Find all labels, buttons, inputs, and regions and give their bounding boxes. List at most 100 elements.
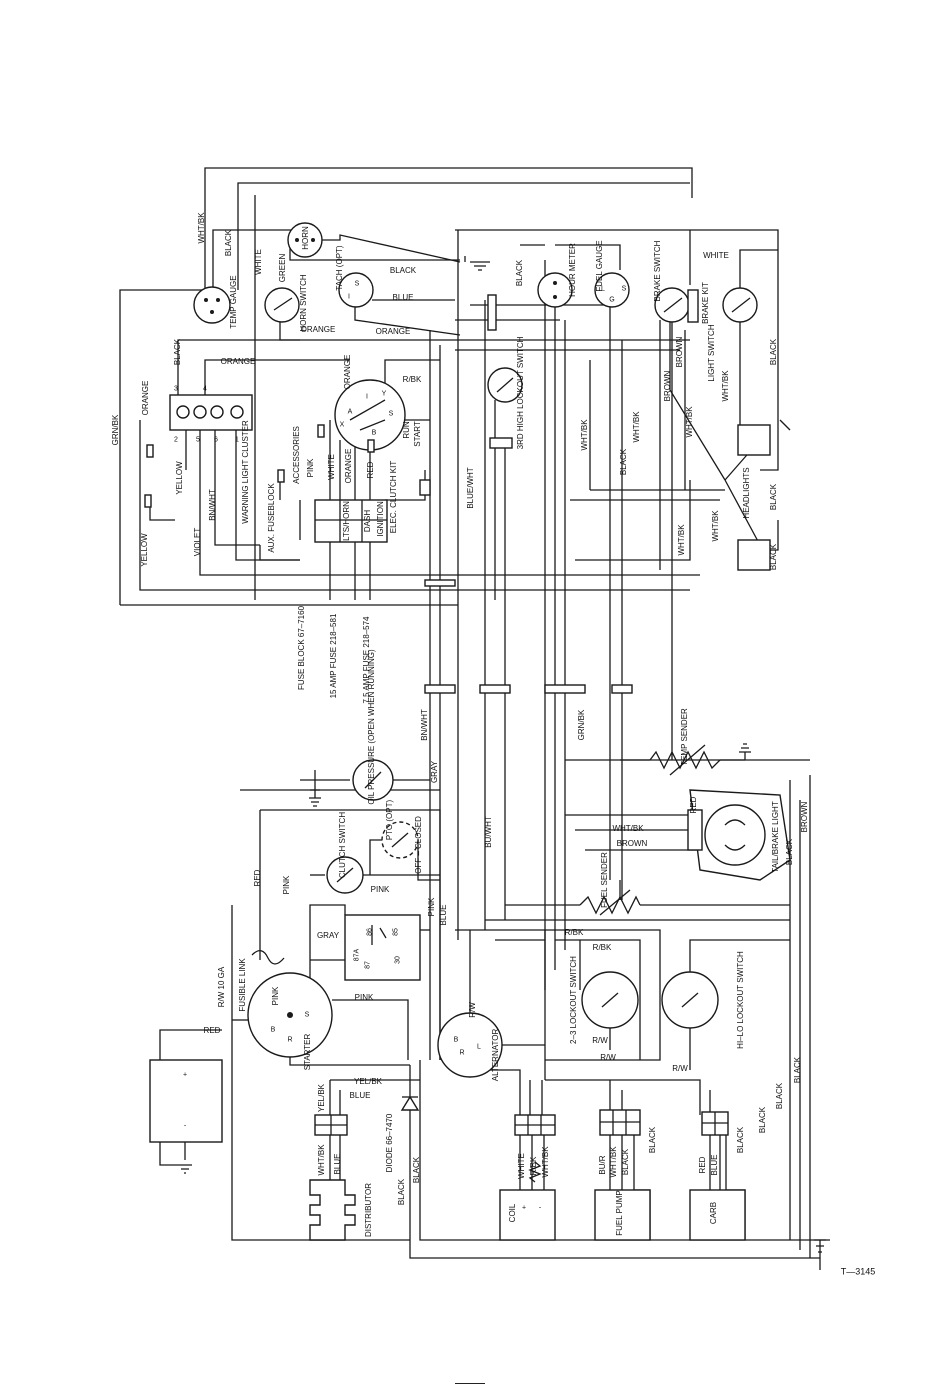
terminal-coil-plus: + — [521, 1204, 527, 1212]
terminal-ign-b: B — [371, 429, 377, 437]
terminal-starter-b: B — [270, 1026, 276, 1034]
label-black-12: BLACK — [621, 1148, 630, 1176]
label-red-2: RED — [689, 796, 698, 814]
label-lts-horn: LTS/HORN — [342, 501, 351, 541]
label-carb: CARB — [709, 1201, 718, 1225]
temp-sender-symbol — [649, 750, 721, 770]
fuel-pump-symbol — [594, 1189, 651, 1241]
label-pink-2: PINK — [370, 885, 390, 894]
label-brown-1: BROWN — [675, 336, 684, 368]
label-temp-gauge: TEMP GAUGE — [229, 275, 238, 329]
label-black-17: BLACK — [793, 1056, 802, 1084]
label-temp-sender: TEMP SENDER — [680, 708, 689, 766]
label-start: START — [413, 421, 422, 447]
terminal-fuel-gauge-l: L — [601, 285, 605, 293]
label-wht-bk-1: WHT/BK — [197, 212, 206, 244]
label-run: RUN — [402, 421, 411, 439]
label-white-3: WHITE — [327, 454, 336, 480]
label-elec-clutch-kit: ELEC. CLUTCH KIT — [389, 460, 398, 534]
fusible-link-symbol — [251, 950, 285, 965]
alternator-symbol — [437, 1012, 503, 1078]
label-black-15: BLACK — [758, 1106, 767, 1134]
label-yel-bk-1: YEL/BK — [317, 1083, 326, 1113]
label-red-5: RED — [698, 1156, 707, 1174]
upper-components — [144, 222, 771, 694]
label-brown-4: BROWN — [800, 801, 809, 833]
label-orange-4: ORANGE — [220, 357, 256, 366]
label-pink-3: PINK — [282, 875, 291, 895]
label-bn-wht-1: BN/WHT — [208, 489, 217, 521]
terminal-relay-87a: 87A — [353, 948, 361, 962]
label-white-2: WHITE — [703, 251, 729, 260]
label-yellow-2: YELLOW — [140, 533, 149, 567]
terminal-ign-s: S — [388, 410, 394, 418]
terminal-ign-a: A — [347, 408, 353, 416]
label-r-w-2: R/W — [592, 1036, 608, 1045]
lower-components — [149, 743, 830, 1270]
label-r-w-3: R/W — [600, 1053, 616, 1062]
carb-symbol — [689, 1189, 746, 1241]
label-bn-wht-2: BN/WHT — [420, 709, 429, 741]
label-coil: COIL — [508, 1203, 517, 1223]
footer-rule — [455, 1383, 485, 1384]
label-blue-5: BLUE — [710, 1154, 719, 1176]
label-wht-bk-2: WHT/BK — [721, 370, 730, 402]
terminal-cluster-5: 5 — [196, 436, 200, 444]
label-clutch-switch: CLUTCH SWITCH — [338, 811, 347, 879]
label-wht-bk-8: WHT/BK — [612, 824, 644, 833]
label-black-7: BLACK — [769, 483, 778, 511]
label-black-11: BLACK — [412, 1156, 421, 1184]
label-r-w-4: R/W — [672, 1064, 688, 1073]
label-black-3: BLACK — [515, 259, 524, 287]
headlight-lower-symbol — [737, 539, 771, 571]
hour-meter-symbol — [537, 272, 573, 308]
label-tach: TACH (OPT) — [335, 245, 344, 291]
terminal-cluster-4: 4 — [203, 385, 207, 393]
label-ignition: IGNITION — [376, 501, 385, 537]
terminal-cluster-3: 3 — [174, 385, 178, 393]
terminal-starter-r: R — [287, 1036, 293, 1044]
coil-symbol — [499, 1189, 556, 1241]
label-15-amp-fuse: 15 AMP FUSE 218–581 — [329, 613, 338, 699]
label-black-13: BLACK — [648, 1126, 657, 1154]
label-white-4: WHITE — [517, 1153, 526, 1179]
label-yellow-1: YELLOW — [175, 461, 184, 495]
terminal-alt-b: B — [453, 1036, 459, 1044]
label-gray-2: GRAY — [316, 931, 340, 940]
label-warning-light-cluster: WARNING LIGHT CLUSTER — [241, 420, 250, 524]
label-r-bk-3: R/BK — [592, 943, 612, 952]
label-black-5: BLACK — [173, 338, 182, 366]
terminal-cluster-1: 1 — [235, 436, 239, 444]
terminal-tach-i: I — [348, 293, 350, 301]
label-horn: HORN — [301, 226, 310, 250]
terminal-ign-y: Y — [381, 390, 387, 398]
terminal-tach-s: S — [354, 280, 360, 288]
terminal-ign-x: X — [339, 421, 345, 429]
label-wht-bk-3: WHT/BK — [580, 419, 589, 451]
label-brake-kit: BRAKE KIT — [701, 282, 710, 324]
label-blue-4: BLUE — [333, 1153, 342, 1175]
label-pink-1: PINK — [306, 458, 315, 478]
diagram-id: T—3145 — [840, 1266, 876, 1277]
distributor-symbol — [309, 1179, 356, 1241]
label-diode: DIODE 66–7470 — [385, 1113, 394, 1173]
label-violet: VIOLET — [193, 527, 202, 557]
chassis-ground-symbol — [814, 1239, 826, 1270]
label-black-9: BLACK — [785, 838, 794, 866]
terminal-battery-minus: - — [183, 1122, 187, 1130]
label-fuse-block: FUSE BLOCK 67–7160 — [297, 605, 306, 691]
label-orange-1: ORANGE — [300, 325, 336, 334]
label-oil-pressure: OIL PRESSURE (OPEN WHEN RUNNING) — [367, 649, 376, 805]
temp-gauge-symbol — [193, 286, 231, 324]
terminal-ign-i: I — [366, 393, 368, 401]
label-fuel-gauge: FUEL GAUGE — [595, 240, 604, 292]
terminal-relay-30: 30 — [394, 956, 402, 964]
label-black-14: BLACK — [736, 1126, 745, 1154]
label-off-closed: OFF – CLOSED — [414, 816, 423, 874]
label-white-1: WHITE — [254, 249, 263, 275]
label-bu-wht: BU/WHT — [484, 816, 493, 848]
terminal-battery-plus: + — [182, 1071, 188, 1079]
label-tail-brake-light: TAIL/BRAKE LIGHT — [771, 801, 780, 873]
